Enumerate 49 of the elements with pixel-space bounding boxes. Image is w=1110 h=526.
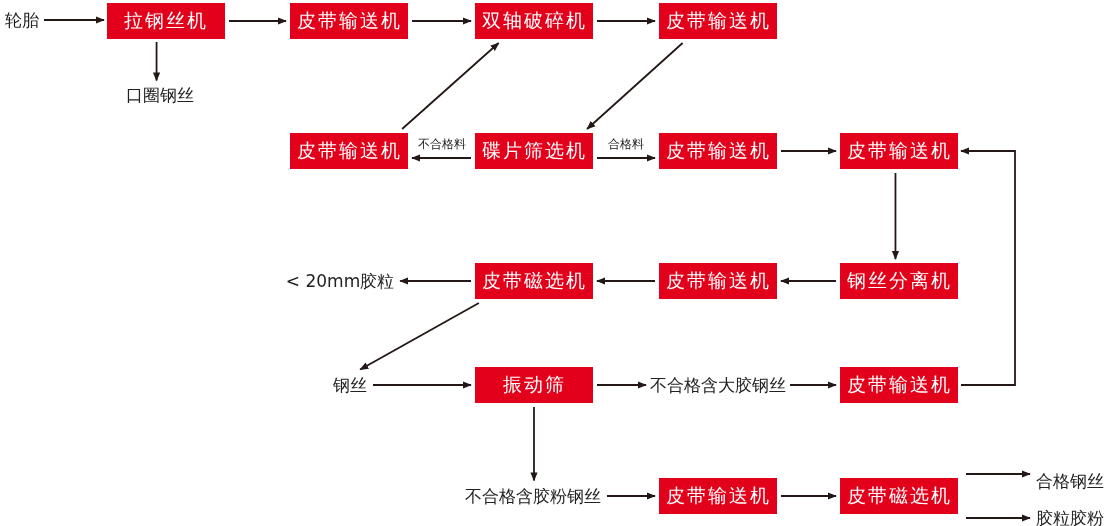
arrow [780, 147, 837, 155]
arrow [596, 17, 656, 25]
arrow [411, 17, 472, 25]
material-label: 不合格含胶粉钢丝 [465, 484, 601, 508]
material-label: < 20mm胶粒 [285, 269, 395, 293]
arrow [399, 277, 472, 285]
arrow [596, 381, 647, 389]
process-box: 双轴破碎机 [475, 3, 593, 39]
arrow [372, 381, 472, 389]
process-box: 皮带输送机 [659, 478, 777, 514]
process-box: 碟片筛选机 [475, 133, 593, 169]
arrow [152, 41, 161, 82]
process-box: 皮带输送机 [840, 367, 958, 403]
process-box: 皮带输送机 [659, 263, 777, 299]
arrow [891, 172, 900, 260]
process-box: 皮带输送机 [840, 133, 958, 169]
arrow [359, 302, 480, 371]
arrow [596, 277, 656, 285]
arrow [411, 154, 472, 162]
material-label: 胶粒胶粉 [1036, 506, 1104, 526]
process-box: 皮带输送机 [290, 3, 408, 39]
arrow [530, 406, 538, 482]
arrow [228, 17, 287, 25]
arrow [401, 42, 500, 130]
process-box: 皮带磁选机 [840, 478, 958, 514]
arrow [596, 154, 656, 162]
material-label: 合格钢丝 [1036, 469, 1104, 493]
process-box: 钢丝分离机 [840, 263, 958, 299]
edge-label: 合格料 [608, 135, 644, 153]
arrow [780, 492, 837, 500]
arrow [780, 277, 837, 285]
arrow [960, 147, 1016, 386]
edge-label: 不合格料 [417, 135, 466, 153]
material-label: 钢丝 [333, 373, 367, 397]
material-label: 口圈钢丝 [126, 83, 194, 107]
process-box: 皮带输送机 [659, 133, 777, 169]
process-box: 皮带磁选机 [475, 263, 593, 299]
arrow [606, 492, 656, 500]
process-box: 振动筛 [475, 367, 593, 403]
process-box: 皮带输送机 [659, 3, 777, 39]
material-label: 轮胎 [5, 8, 39, 32]
arrow [789, 381, 837, 389]
arrow [965, 470, 1031, 478]
process-box: 皮带输送机 [290, 133, 408, 169]
arrow [586, 42, 684, 130]
arrow [965, 514, 1031, 522]
arrow [43, 16, 105, 24]
material-label: 不合格含大胶钢丝 [650, 373, 786, 397]
process-box: 拉钢丝机 [107, 3, 225, 39]
